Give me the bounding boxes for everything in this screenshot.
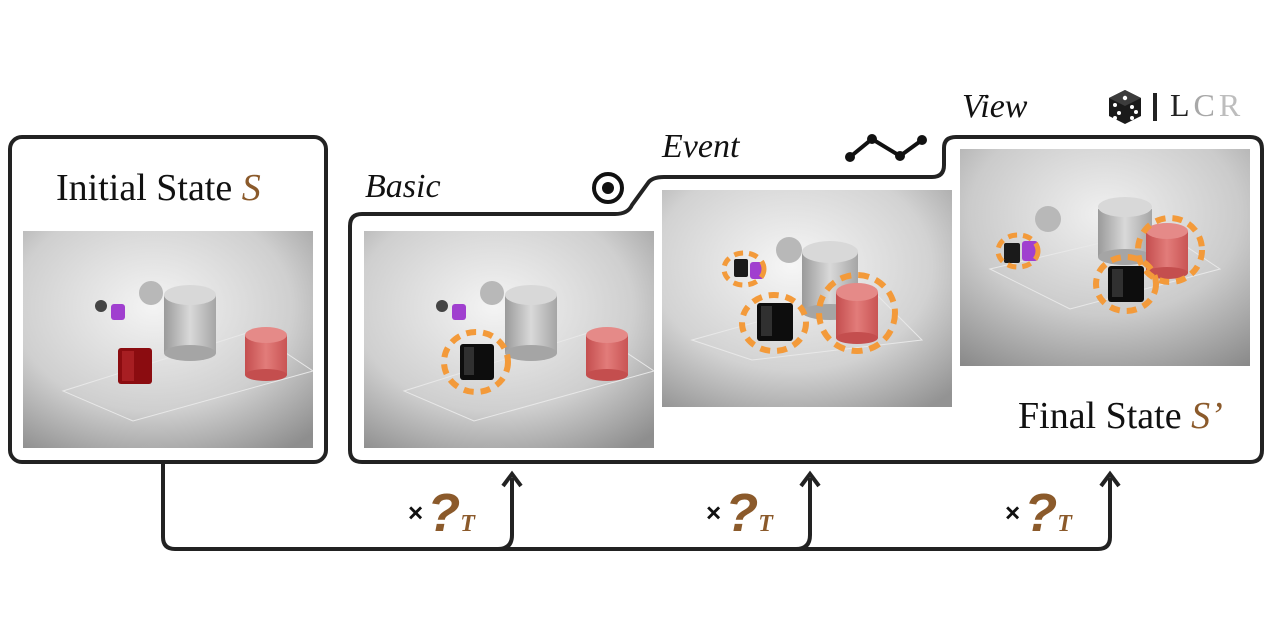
- view-suffix: LCR: [1170, 87, 1244, 124]
- dice-icon: [1106, 88, 1144, 126]
- question-marker-view: × ?T: [1005, 482, 1072, 544]
- question-subscript: T: [460, 510, 475, 537]
- times-symbol: ×: [1005, 497, 1021, 528]
- connector-line: [161, 462, 1112, 551]
- view-separator: [1153, 93, 1157, 121]
- question-subscript: T: [758, 510, 773, 537]
- view-suffix-c: C: [1193, 87, 1219, 123]
- variant-view-label: View: [962, 88, 1028, 125]
- question-symbol: ?: [427, 483, 461, 543]
- question-subscript: T: [1057, 510, 1072, 537]
- initial-scene-image: [23, 231, 313, 448]
- final-state-title: Final State S’: [1018, 394, 1223, 438]
- trajectory-icon: [842, 128, 932, 168]
- variant-basic-label: Basic: [365, 168, 441, 205]
- view-suffix-l: L: [1170, 87, 1194, 123]
- final-state-label: Final State: [1018, 395, 1182, 437]
- question-symbol: ?: [725, 483, 759, 543]
- question-marker-event: × ?T: [706, 482, 773, 544]
- initial-state-symbol: S: [241, 167, 261, 209]
- basic-scene-image: [364, 231, 654, 448]
- arrow-head-event: [799, 470, 821, 488]
- arrow-head-view: [1099, 470, 1121, 488]
- connector-branch-event: [795, 478, 812, 551]
- times-symbol: ×: [408, 497, 424, 528]
- view-scene-image: [960, 149, 1250, 366]
- initial-state-label: Initial State: [56, 167, 233, 209]
- connector-branch-basic: [497, 478, 514, 551]
- initial-state-title: Initial State S: [56, 166, 261, 210]
- question-marker-basic: × ?T: [408, 482, 475, 544]
- arrow-head-basic: [501, 470, 523, 488]
- variant-event-label: Event: [662, 128, 740, 165]
- final-state-symbol: S’: [1191, 395, 1223, 437]
- event-scene-image: [662, 190, 952, 407]
- target-icon: [590, 170, 626, 206]
- view-suffix-r: R: [1218, 87, 1245, 123]
- question-symbol: ?: [1024, 483, 1058, 543]
- times-symbol: ×: [706, 497, 722, 528]
